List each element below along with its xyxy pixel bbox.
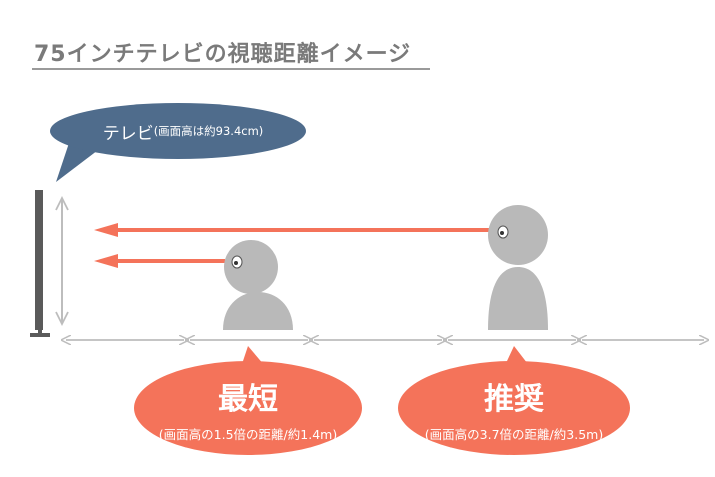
tv-callout-bubble [50, 103, 306, 182]
screen-height-arrow-icon [55, 195, 69, 327]
tv-callout-text: テレビ(画面高は約93.4cm) [58, 114, 308, 148]
tv-icon [30, 190, 50, 337]
minimum-distance-heading: 最短 [218, 382, 278, 417]
sight-arrow-icon [94, 223, 490, 268]
minimum-distance-detail: (画面高の1.5倍の距離/約1.4m) [158, 427, 338, 442]
recommended-distance-heading: 推奨 [484, 382, 544, 417]
recommended-distance-callout [398, 346, 630, 455]
minimum-distance-callout [134, 346, 362, 455]
viewer-icon [488, 205, 548, 330]
page-title: 75インチテレビの視聴距離イメージ [34, 42, 412, 67]
recommended-distance-detail: (画面高の3.7倍の距離/約3.5m) [424, 427, 604, 442]
tv-callout-detail: (画面高は約93.4cm) [153, 124, 264, 138]
viewer-icon [223, 240, 293, 330]
title-underline [32, 68, 430, 70]
tv-callout-label: テレビ [102, 123, 154, 144]
